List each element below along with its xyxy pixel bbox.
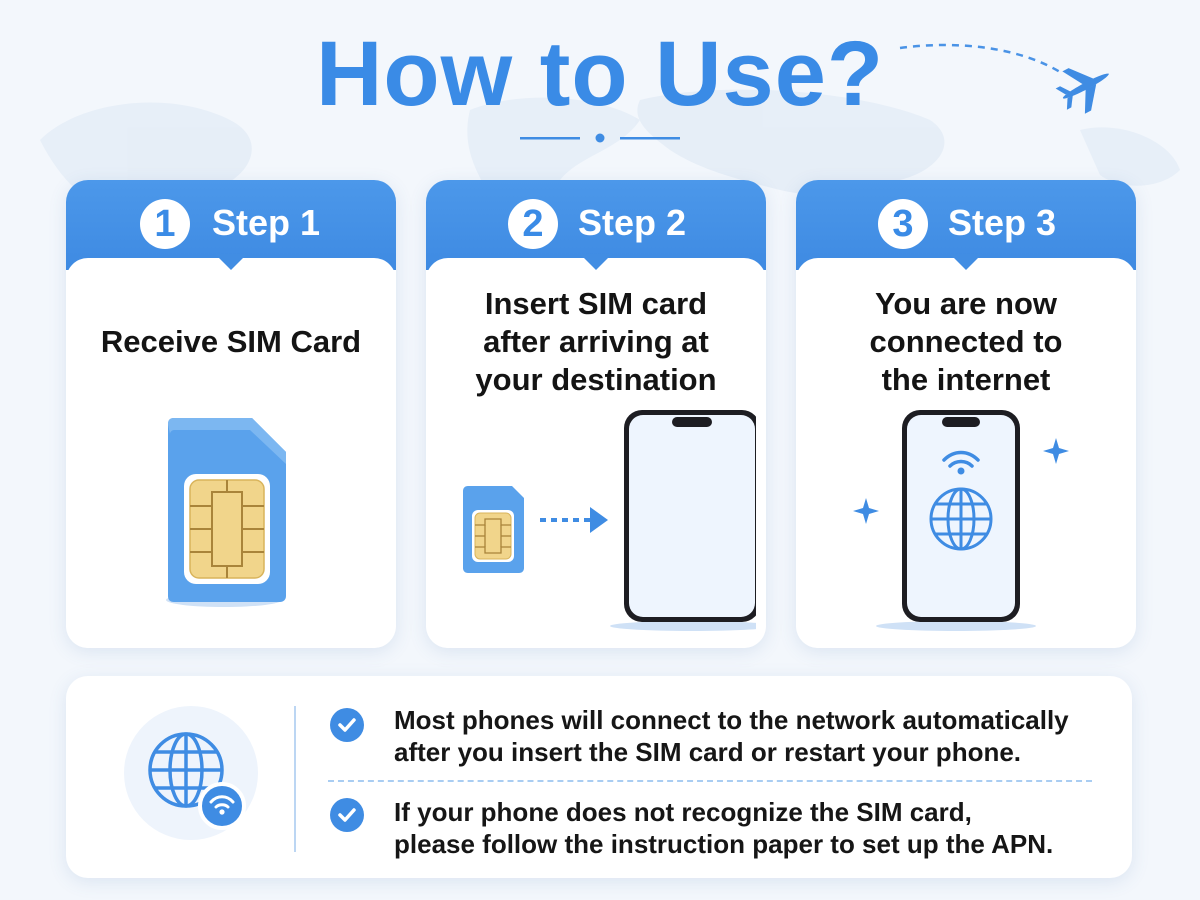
phone-insert-icon <box>463 410 756 631</box>
airplane-icon <box>899 43 1109 114</box>
header-pointer <box>215 254 247 270</box>
step-card-1: 1 Step 1 Receive SIM Card <box>66 180 396 648</box>
step-description: Insert SIM card after arriving at your d… <box>475 286 717 397</box>
step-label: Step 2 <box>578 202 687 243</box>
step-label: Step 1 <box>212 202 321 243</box>
step-card-2: 2 Step 2 Insert SIM card after arriving … <box>426 180 766 648</box>
step-description: You are now connected to the internet <box>869 286 1063 397</box>
phone-connected-icon <box>853 410 1069 631</box>
info-panel: Most phones will connect to the network … <box>66 676 1132 878</box>
step-label: Step 3 <box>948 202 1057 243</box>
step-number: 3 <box>878 199 928 249</box>
check-icon <box>330 798 364 832</box>
check-icon <box>330 708 364 742</box>
globe-wifi-icon <box>148 732 246 830</box>
header-pointer <box>580 254 612 270</box>
header-pointer <box>950 254 982 270</box>
note-auto-connect: Most phones will connect to the network … <box>394 705 1069 767</box>
panel-divider <box>294 706 296 852</box>
step-number: 2 <box>508 199 558 249</box>
note-apn-setup: If your phone does not recognize the SIM… <box>394 797 1054 859</box>
notes-separator <box>328 780 1092 782</box>
title-divider <box>520 133 680 143</box>
step-card-3: 3 Step 3 You are now connected to the in… <box>796 180 1136 648</box>
sim-card-icon <box>166 418 286 607</box>
page-title: How to Use? <box>315 23 885 125</box>
step-description: Receive SIM Card <box>100 324 362 359</box>
step-number: 1 <box>140 199 190 249</box>
